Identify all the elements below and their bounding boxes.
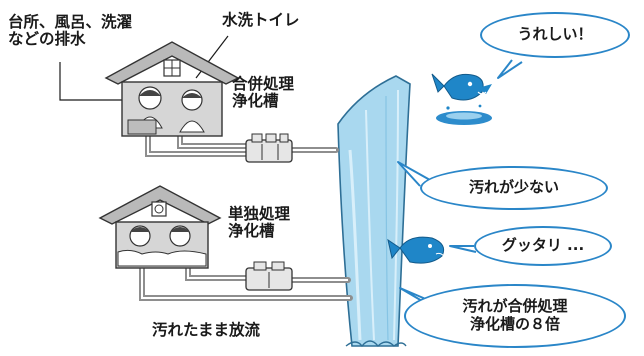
river: [337, 75, 411, 348]
eight-times-bubble-line2: 浄化槽の８倍: [469, 315, 560, 333]
less-dirty-bubble: 汚れが少ない: [420, 166, 608, 210]
combined-tank-label-line2: 浄化槽: [232, 92, 279, 111]
less-dirty-bubble-text: 汚れが少ない: [468, 178, 559, 197]
house-icon: [98, 185, 222, 269]
label-pointer-drainage: [59, 62, 122, 101]
happy-bubble: うれしい！: [480, 12, 630, 58]
single-tank-label-line2: 浄化槽: [228, 222, 275, 241]
drainage-label: 台所、風呂、洗濯 などの排水: [8, 13, 133, 49]
drainage-label-line2: などの排水: [8, 30, 86, 49]
tired-fish-icon: [387, 236, 445, 264]
untreated-discharge-label: 汚れたまま放流: [152, 321, 261, 339]
happy-bubble-text: うれしい！: [517, 25, 593, 44]
exhausted-bubble-text: グッタリ ...: [501, 236, 585, 255]
single-tank-label-line1: 単独処理: [228, 205, 291, 223]
pipes-top-inner: [147, 134, 336, 155]
septic-tank-icon: [245, 133, 293, 163]
combined-tank-label-line1: 合併処理: [232, 75, 295, 93]
toilet-label: 水洗トイレ: [222, 11, 300, 29]
eight-times-bubble-line1: 汚れが合併処理: [462, 297, 568, 316]
house-icon: [104, 41, 240, 137]
drainage-label-line1: 台所、風呂、洗濯: [8, 13, 133, 31]
eight-times-bubble: 汚れが合併処理 浄化槽の８倍: [404, 284, 626, 348]
happy-fish-icon: [431, 73, 492, 125]
exhausted-bubble: グッタリ ...: [474, 226, 612, 266]
single-tank-label: 単独処理 浄化槽: [228, 205, 291, 241]
combined-tank-label: 合併処理 浄化槽: [232, 75, 295, 111]
septic-tank-icon: [245, 261, 293, 291]
